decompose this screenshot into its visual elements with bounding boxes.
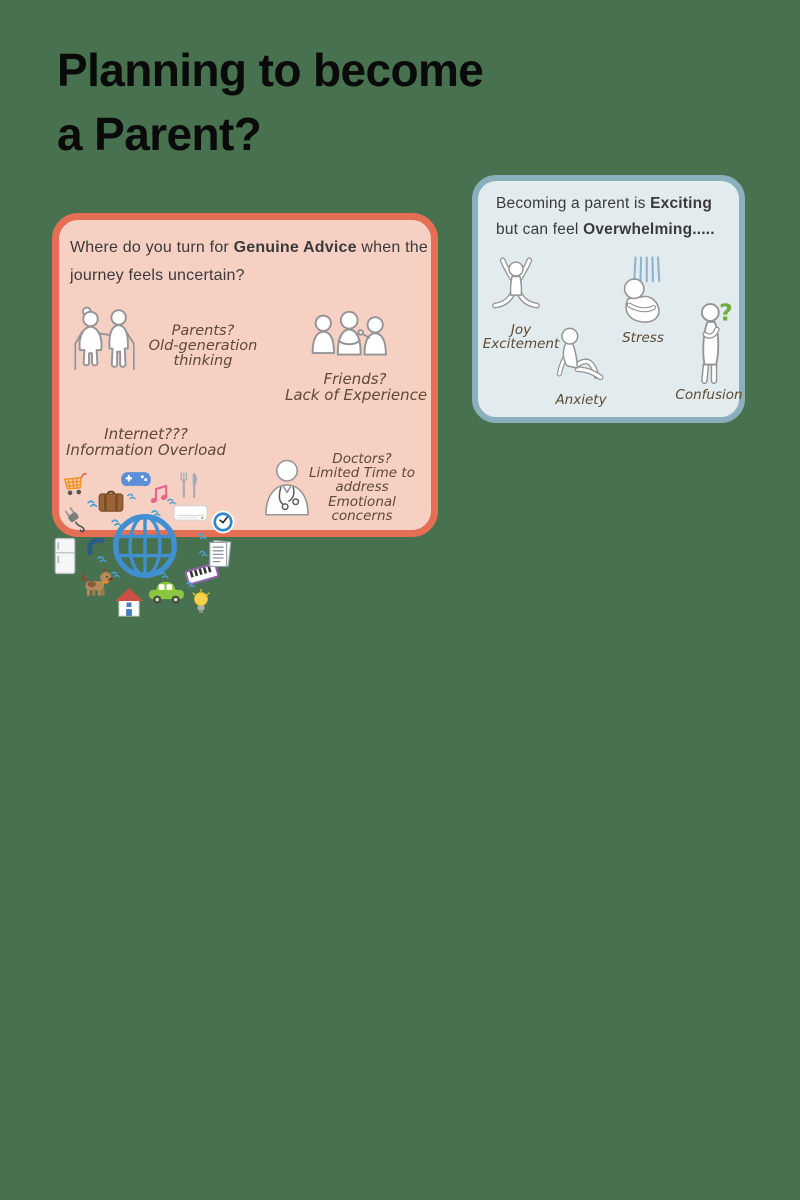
piano-icon [184,557,220,591]
document-icon [208,540,232,570]
friends-icon [308,310,392,364]
doctor-icon [256,453,318,517]
car-icon [148,579,186,607]
fridge-icon [54,537,76,575]
internet-label: Internet??? Information Overload [66,425,226,459]
doctors-label: Doctors? Limited Time to address Emotion… [309,451,415,524]
signal-sparkle-icon [110,567,122,579]
advice-heading: Where do you turn for Genuine Advice whe… [70,239,428,284]
signal-sparkle-icon [166,494,178,506]
globe-icon [111,512,179,580]
confusion-figure-icon: ? [692,300,736,388]
anxiety-figure-icon [553,318,611,388]
signal-sparkle-icon [158,567,171,580]
clock-icon [211,510,235,534]
signal-sparkle-icon [185,577,197,589]
signal-sparkle-icon [150,505,163,518]
title-line1: Planning to become [57,44,484,96]
feelings-panel: Becoming a parent is Exciting but can fe… [472,175,745,423]
dog-icon [77,564,115,602]
signal-sparkle-icon [198,546,210,558]
joy-label: Joy Excitement [482,322,560,353]
joy-figure-icon [487,256,545,318]
music-notes-icon [148,483,170,507]
stress-label: Stress [622,330,664,346]
elderly-couple-icon [70,303,146,379]
air-conditioner-icon [173,504,208,525]
title-line2: a Parent? [57,108,262,160]
fork-knife-icon [177,471,200,500]
svg-text:?: ? [719,300,733,327]
advice-panel: Where do you turn for Genuine Advice whe… [52,213,438,537]
signal-sparkle-icon [126,489,138,501]
gamepad-icon [120,468,152,490]
anxiety-label: Anxiety [555,392,607,408]
parents-label: Parents? Old-generation thinking [148,323,258,370]
shopping-cart-icon [61,471,92,503]
stress-figure-icon [618,255,668,335]
feelings-heading: Becoming a parent is Exciting but can fe… [496,195,715,238]
friends-label: Friends? Lack of Experience [285,370,428,404]
confusion-label: Confusion [675,387,743,403]
power-plug-icon [62,505,92,535]
signal-sparkle-icon [96,551,109,564]
light-bulb-icon [191,589,211,617]
signal-sparkle-icon [86,495,100,509]
house-icon [114,586,144,619]
signal-sparkle-icon [196,528,209,541]
phone-icon [85,535,108,558]
suitcase-icon [97,488,125,515]
page-title: Planning to become a Parent? [57,38,484,166]
signal-sparkle-icon [110,514,124,528]
